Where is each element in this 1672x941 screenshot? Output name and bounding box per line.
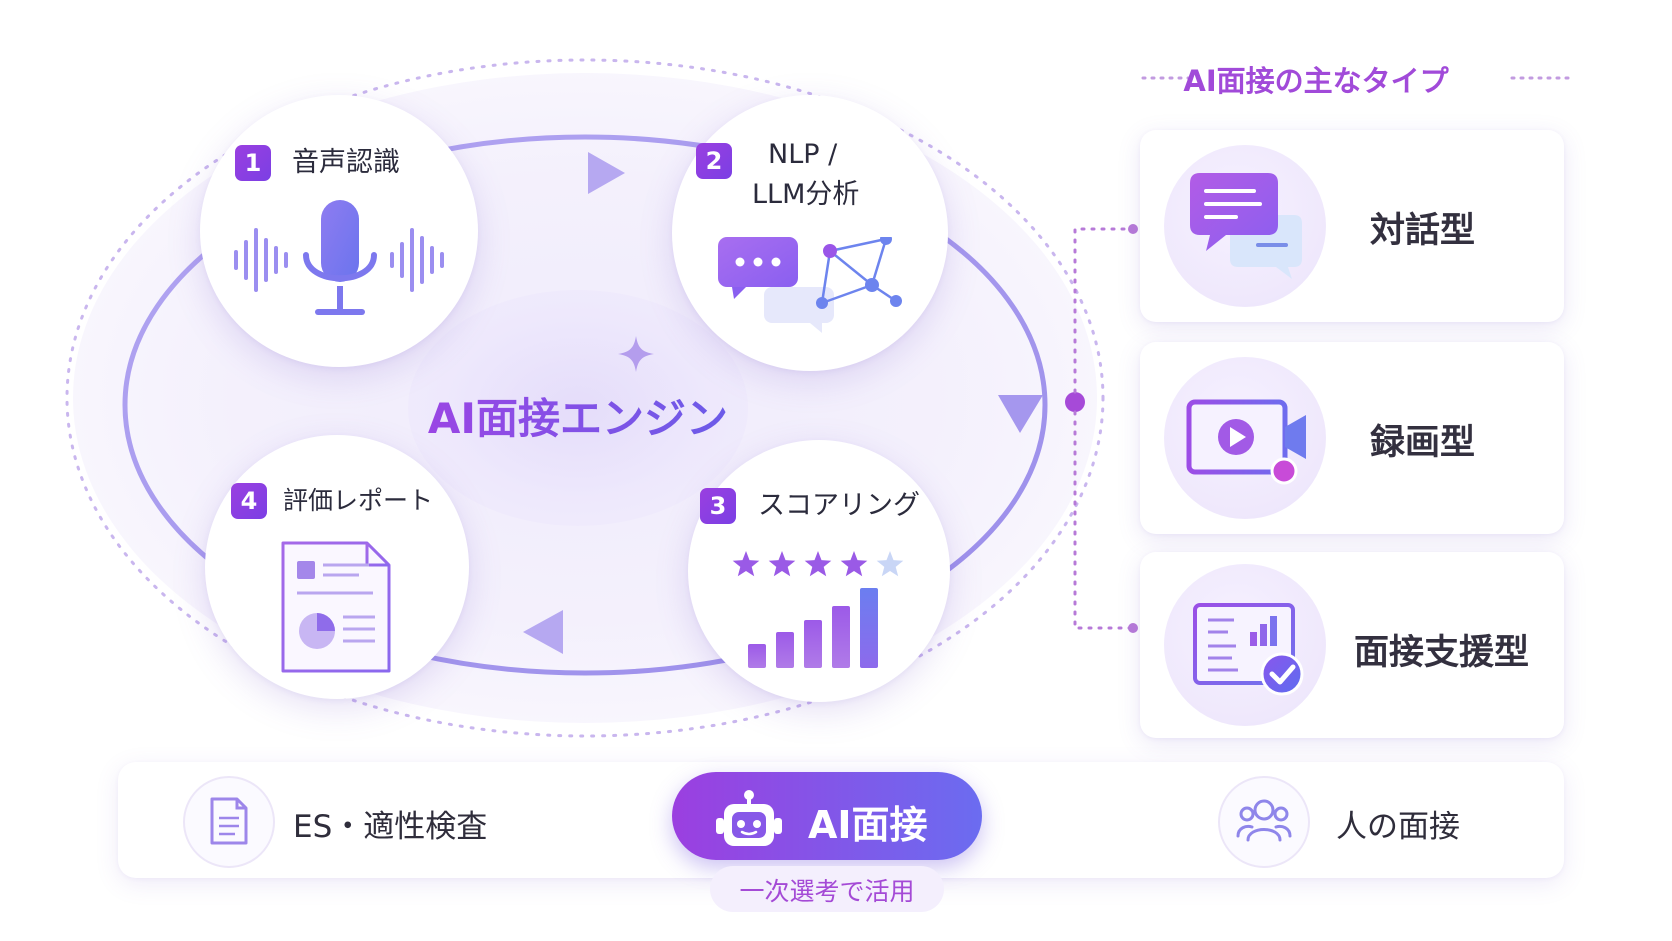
document-icon: [210, 797, 248, 845]
type-card-recording[interactable]: 録画型: [1140, 342, 1564, 534]
type-icon-circle: [1164, 357, 1326, 519]
connector-dot: [1065, 392, 1085, 412]
step-1-badge: 1: [235, 145, 271, 181]
engine-glow: [408, 290, 748, 526]
arrow-left: [523, 610, 563, 654]
types-title: AI面接の主なタイプ: [1183, 64, 1449, 98]
flow-step-3-icon-circle: [1218, 776, 1310, 868]
type-icon-circle: [1164, 564, 1326, 726]
arrow-down: [998, 395, 1043, 433]
connector-dot-top: [1128, 224, 1138, 234]
type-label-dialog: 対話型: [1370, 211, 1476, 251]
star-filled-icon: [840, 551, 868, 577]
arrow-right: [588, 152, 625, 194]
flow-step-1-label: ES・適性検査: [293, 809, 488, 845]
engine-title: AI面接エンジン: [420, 385, 736, 446]
dotted-outer-ring: [65, 58, 1105, 738]
step-4-circle: 4 評価レポート: [205, 435, 469, 699]
step-4-label: 評価レポート: [283, 486, 434, 515]
step-3-circle: 3 スコアリング: [688, 440, 950, 702]
flow-step-1-icon-circle: [183, 776, 275, 868]
step-2-label-line2: LLM分析: [752, 179, 860, 210]
ai-sub-pill: [710, 866, 944, 912]
dashboard-check-icon: [1193, 603, 1304, 696]
step-3-badge: 3: [700, 488, 736, 524]
microphone-icon: [234, 200, 444, 315]
step-1-circle: 1 音声認識: [200, 95, 478, 367]
type-label-support: 面接支援型: [1354, 633, 1530, 673]
loop-ring: [122, 134, 1048, 676]
star-filled-icon: [732, 551, 760, 577]
ai-interview-pill[interactable]: [672, 772, 982, 860]
chat-bubbles-icon: [1190, 173, 1302, 279]
type-card-support[interactable]: 面接支援型: [1140, 552, 1564, 738]
type-label-recording: 録画型: [1370, 423, 1476, 463]
people-icon: [1236, 799, 1292, 842]
step-2-circle: 2 NLP / LLM分析: [672, 95, 948, 371]
ai-sub-label: 一次選考で活用: [739, 877, 915, 906]
chat-network-icon: [718, 237, 902, 333]
bar-chart-icon: [748, 588, 878, 668]
step-4-badge: 4: [231, 483, 267, 519]
flow-step-3-label: 人の面接: [1336, 809, 1460, 845]
star-filled-icon: [804, 551, 832, 577]
rating-stars: [732, 551, 904, 577]
connector-line: [1073, 227, 1135, 630]
step-2-label-line1: NLP /: [768, 139, 838, 170]
sparkle-icon: [618, 336, 654, 372]
step-2-badge: 2: [696, 143, 732, 179]
ai-interview-label: AI面接: [808, 803, 928, 847]
connector-dot-bottom: [1128, 623, 1138, 633]
step-1-label: 音声認識: [292, 147, 400, 178]
robot-icon: [716, 790, 782, 846]
step-3-label: スコアリング: [758, 490, 920, 521]
report-document-icon: [281, 541, 391, 673]
type-icon-circle: [1164, 145, 1326, 307]
star-empty-icon: [876, 551, 904, 577]
star-filled-icon: [768, 551, 796, 577]
video-camera-icon: [1186, 399, 1306, 485]
type-card-dialog[interactable]: 対話型: [1140, 130, 1564, 322]
